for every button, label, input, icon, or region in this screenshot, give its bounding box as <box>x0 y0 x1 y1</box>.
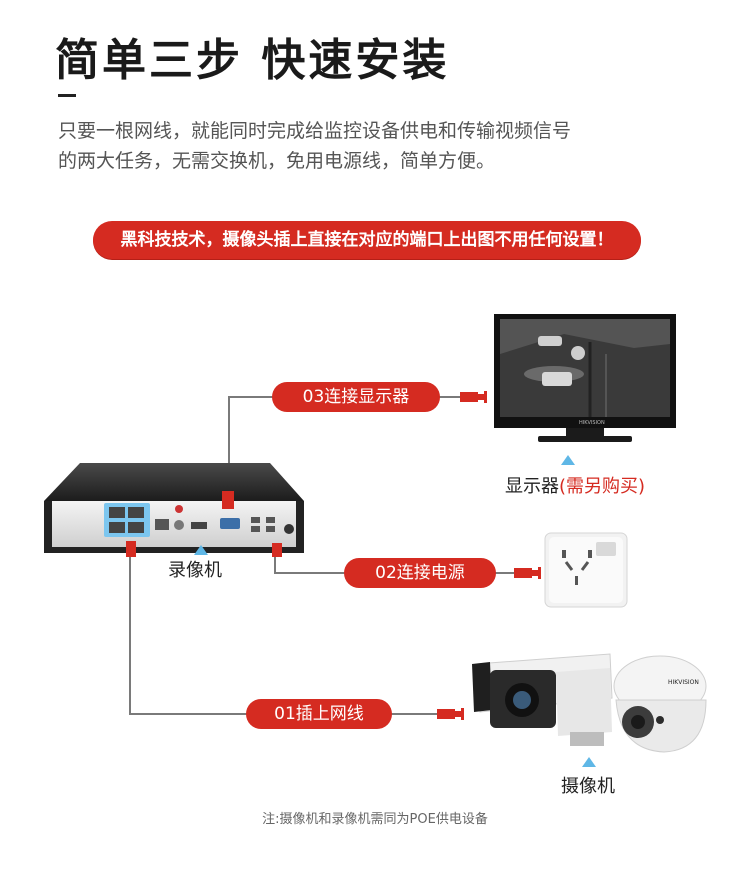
monitor-label: 显示器(需另购买) <box>505 472 645 498</box>
feature-banner: 黑科技技术，摄像头插上直接在对应的端口上出图不用任何设置！ <box>93 221 641 259</box>
camera-pointer-icon <box>582 757 596 767</box>
monitor-image: HIKVISION <box>494 314 676 442</box>
intro-text: 只要一根网线，就能同时完成给监控设备供电和传输视频信号 的两大任务，无需交换机，… <box>58 116 678 176</box>
svg-text:HIKVISION: HIKVISION <box>579 420 605 426</box>
camera-image: HIKVISION <box>472 653 707 753</box>
step-3-pill: 03连接显示器 <box>272 382 440 412</box>
nvr-pointer-icon <box>194 545 208 555</box>
step-2-pill: 02连接电源 <box>344 558 496 588</box>
wire-monitor-vertical <box>228 397 230 497</box>
step-1-pill: 01插上网线 <box>246 699 392 729</box>
plug-monitor-icon <box>460 391 487 403</box>
plug-camera-icon <box>437 708 464 720</box>
page-title: 简单三步 快速安装 <box>55 35 450 86</box>
monitor-label-text: 显示器 <box>505 476 559 497</box>
power-outlet-image <box>544 532 628 608</box>
svg-text:HIKVISION: HIKVISION <box>668 679 699 686</box>
monitor-label-note: (需另购买) <box>559 476 646 497</box>
wire-power-vertical <box>274 556 276 573</box>
camera-label: 摄像机 <box>561 776 615 797</box>
title-underline <box>58 94 76 97</box>
nvr-label: 录像机 <box>168 560 222 581</box>
intro-line-2: 的两大任务，无需交换机，免用电源线，简单方便。 <box>58 150 496 172</box>
plug-power-icon <box>514 567 541 579</box>
monitor-pointer-icon <box>561 455 575 465</box>
footnote: 注:摄像机和录像机需同为POE供电设备 <box>262 812 488 827</box>
wire-lan-vertical <box>129 557 131 714</box>
intro-line-1: 只要一根网线，就能同时完成给监控设备供电和传输视频信号 <box>58 120 572 142</box>
nvr-device-image <box>44 463 304 557</box>
